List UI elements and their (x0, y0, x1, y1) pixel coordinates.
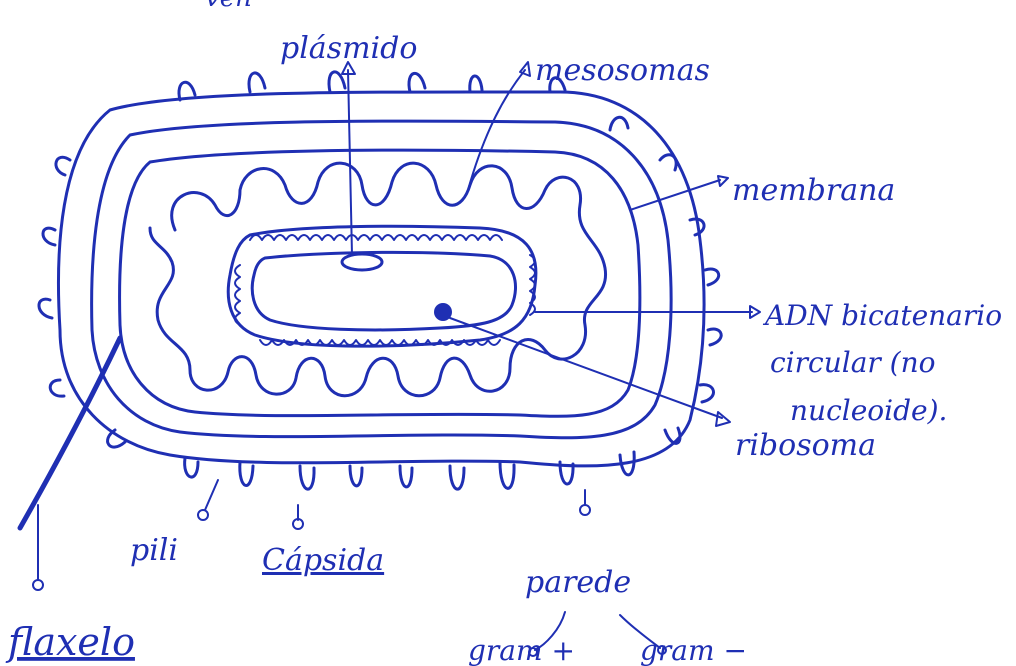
flagellum-line (20, 338, 120, 528)
nucleoid-inner-region (252, 252, 515, 330)
label-dna-line3: nucleoide). (790, 394, 947, 427)
pili-projections (39, 72, 721, 489)
plasma-membrane-outline (120, 150, 640, 416)
label-ribosome: ribosoma (735, 428, 876, 463)
label-top-fragment: ven (205, 0, 252, 13)
label-mesosomes: mesosomas (535, 53, 710, 88)
label-flagellum: flaxelo (5, 620, 135, 664)
label-gram-negative: gram − (640, 634, 747, 666)
label-pili: pili (130, 533, 178, 568)
mesosome-folds (150, 163, 606, 396)
label-dna-line2: circular (no (770, 346, 935, 379)
label-wall: parede (525, 565, 631, 600)
plasmid-shape (342, 254, 382, 270)
label-gram-positive: gram + (468, 634, 575, 666)
flagellum-pointer-dot (33, 580, 43, 590)
label-membrane: membrana (732, 173, 895, 208)
label-capsule: Cápsida (262, 543, 384, 578)
label-plasmid: plásmido (280, 31, 417, 66)
cell-wall-outline (92, 121, 671, 438)
label-dna-line1: ADN bicatenario (762, 299, 1002, 332)
nucleoid-dna-coil (228, 226, 536, 346)
